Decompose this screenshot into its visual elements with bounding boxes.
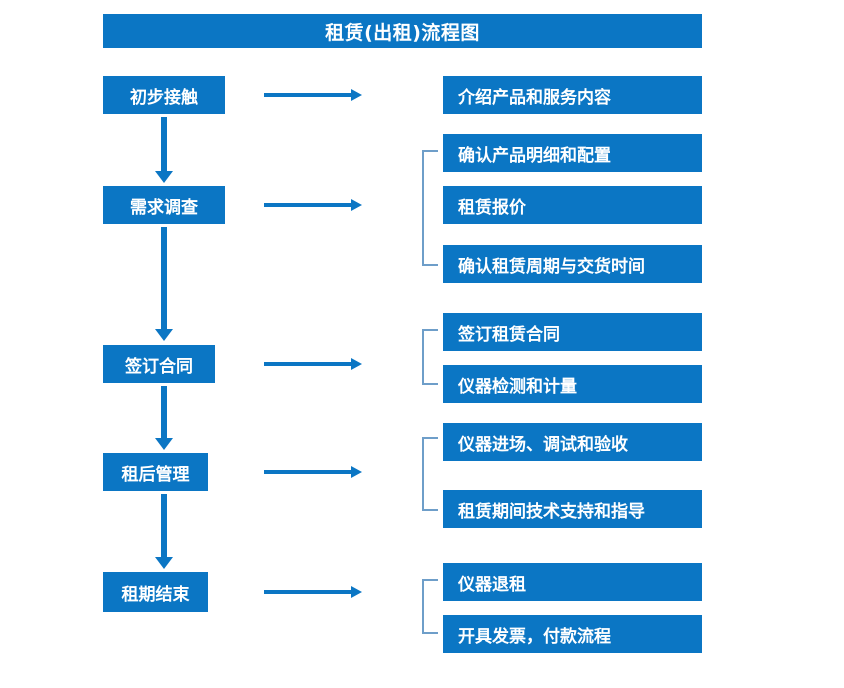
detail-box: 仪器检测和计量 <box>443 365 702 403</box>
arrow-right-icon <box>264 358 362 370</box>
arrow-down-icon <box>155 117 173 183</box>
group-bracket <box>422 579 438 634</box>
arrow-right-icon <box>264 586 362 598</box>
stage-box: 租期结束 <box>103 572 208 612</box>
arrow-down-icon <box>155 227 173 341</box>
detail-box: 介绍产品和服务内容 <box>443 76 702 114</box>
group-bracket <box>422 150 438 266</box>
arrow-head <box>351 358 362 370</box>
page-title: 租赁(出租)流程图 <box>103 14 702 48</box>
arrow-head <box>351 89 362 101</box>
detail-box: 仪器退租 <box>443 563 702 601</box>
arrow-right-icon <box>264 466 362 478</box>
arrow-shaft <box>161 386 167 438</box>
group-bracket <box>422 329 438 385</box>
detail-box: 仪器进场、调试和验收 <box>443 423 702 461</box>
detail-box: 租赁报价 <box>443 186 702 224</box>
detail-box: 确认产品明细和配置 <box>443 134 702 172</box>
stage-box: 签订合同 <box>103 345 215 383</box>
detail-box: 租赁期间技术支持和指导 <box>443 490 702 528</box>
arrow-right-icon <box>264 89 362 101</box>
arrow-shaft <box>264 470 352 474</box>
arrow-shaft <box>161 494 167 557</box>
arrow-head <box>155 557 173 569</box>
arrow-down-icon <box>155 494 173 569</box>
arrow-down-icon <box>155 386 173 450</box>
arrow-shaft <box>264 362 352 366</box>
detail-box: 确认租赁周期与交货时间 <box>443 245 702 283</box>
stage-box: 初步接触 <box>103 76 225 114</box>
arrow-head <box>155 438 173 450</box>
stage-box: 需求调查 <box>103 186 225 224</box>
detail-box: 开具发票，付款流程 <box>443 615 702 653</box>
group-bracket <box>422 437 438 511</box>
stage-box: 租后管理 <box>103 453 208 491</box>
arrow-head <box>351 199 362 211</box>
detail-box: 签订租赁合同 <box>443 313 702 351</box>
arrow-head <box>351 586 362 598</box>
arrow-shaft <box>161 227 167 329</box>
arrow-shaft <box>264 203 352 207</box>
arrow-right-icon <box>264 199 362 211</box>
arrow-shaft <box>264 93 352 97</box>
arrow-shaft <box>161 117 167 171</box>
arrow-head <box>155 329 173 341</box>
arrow-head <box>351 466 362 478</box>
arrow-shaft <box>264 590 352 594</box>
arrow-head <box>155 171 173 183</box>
